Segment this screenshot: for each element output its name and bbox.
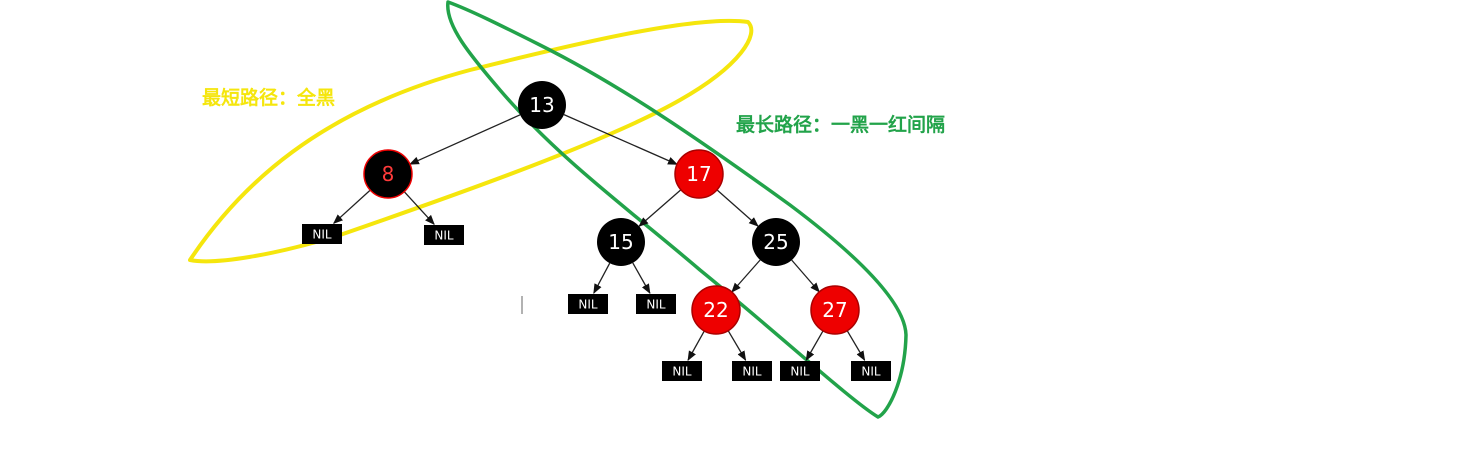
nil-leaf-box xyxy=(424,225,464,245)
tree-node-circle xyxy=(597,218,645,266)
tree-node-circle xyxy=(752,218,800,266)
nil-leaf-box xyxy=(732,361,772,381)
tree-node-27: 27 xyxy=(810,285,860,335)
edge-n13-n8 xyxy=(408,114,521,165)
nil-leaf: NIL xyxy=(424,225,464,245)
nil-leaf-box xyxy=(780,361,820,381)
edge-n15-nil3 xyxy=(593,262,611,294)
tree-node-13: 13 xyxy=(518,81,566,129)
nil-leaf: NIL xyxy=(662,361,702,381)
nil-leaf-label: NIL xyxy=(861,365,881,379)
nil-leaf-box xyxy=(851,361,891,381)
nil-leaf: NIL xyxy=(302,224,342,244)
nil-leaf: NIL xyxy=(732,361,772,381)
nil-leaf: NIL xyxy=(780,361,820,381)
tree-node-17: 17 xyxy=(674,149,724,199)
nil-leaf-label: NIL xyxy=(578,298,598,312)
nil-leaf-label: NIL xyxy=(672,365,692,379)
tree-node-circle xyxy=(363,149,413,199)
longest-path-label: 最长路径：一黑一红间隔 xyxy=(736,114,946,136)
nil-leaf-label: NIL xyxy=(646,298,666,312)
edge-n27-nil8 xyxy=(846,330,866,362)
tree-node-label: 8 xyxy=(382,162,395,186)
edge-n22-nil6 xyxy=(727,330,747,362)
nil-leaf-box xyxy=(568,294,608,314)
nil-leaf: NIL xyxy=(851,361,891,381)
edge-n25-n22 xyxy=(731,259,761,293)
nil-leaf-label: NIL xyxy=(312,228,332,242)
nil-leaf-label: NIL xyxy=(434,229,454,243)
edge-n27-nil7 xyxy=(805,330,824,361)
nil-leaf-box xyxy=(302,224,342,244)
edge-n8-nil2 xyxy=(403,191,435,226)
tree-node-circle xyxy=(691,285,741,335)
tree-node-8: 8 xyxy=(363,149,413,199)
tree-node-15: 15 xyxy=(597,218,645,266)
tree-node-label: 27 xyxy=(822,298,847,322)
longest-path-green-outline xyxy=(446,0,908,419)
edge-n17-n25 xyxy=(716,189,759,227)
nil-leaf-box xyxy=(636,294,676,314)
nil-leaf: NIL xyxy=(636,294,676,314)
tree-node-label: 13 xyxy=(529,93,554,117)
tree-node-25: 25 xyxy=(752,218,800,266)
edge-n15-nil4 xyxy=(632,262,651,295)
tree-node-circle xyxy=(810,285,860,335)
nil-leaf: NIL xyxy=(568,294,608,314)
edge-n25-n27 xyxy=(791,259,820,293)
tree-node-circle xyxy=(674,149,724,199)
nil-leaf-label: NIL xyxy=(742,365,762,379)
shortest-path-label: 最短路径：全黑 xyxy=(202,87,336,109)
tree-node-label: 22 xyxy=(703,298,728,322)
tree-edges xyxy=(332,114,866,362)
nil-leaf-label: NIL xyxy=(790,365,810,379)
edge-n17-n15 xyxy=(638,189,682,227)
tree-nodes: NIL NIL NIL NIL NIL NIL NIL NIL 13 8 17 15 25 22 27 xyxy=(302,81,891,381)
edge-n22-nil5 xyxy=(687,330,705,362)
tree-node-label: 15 xyxy=(608,230,633,254)
tree-node-circle xyxy=(518,81,566,129)
tree-node-label: 25 xyxy=(763,230,788,254)
tree-node-label: 17 xyxy=(686,162,711,186)
tree-node-22: 22 xyxy=(691,285,741,335)
nil-leaf-box xyxy=(662,361,702,381)
edge-n13-n17 xyxy=(563,114,678,165)
edge-n8-nil1 xyxy=(332,189,371,225)
